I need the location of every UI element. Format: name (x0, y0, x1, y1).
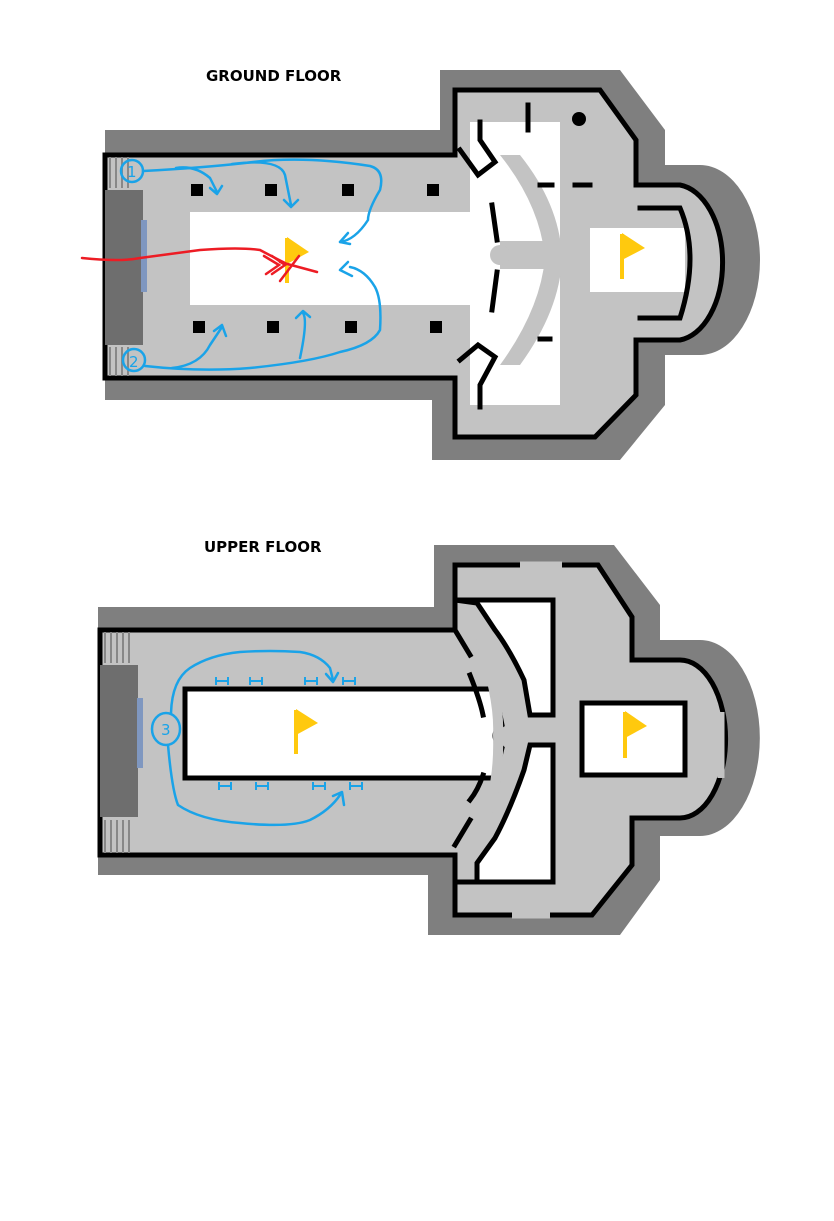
flag-icon (294, 709, 318, 754)
crossing-passage (500, 241, 590, 269)
wall-openings (512, 561, 725, 919)
facade (100, 665, 138, 817)
interior-walls (451, 626, 487, 849)
route-2 (121, 260, 382, 373)
crossing-band (500, 155, 562, 365)
transept-void-south (455, 742, 556, 885)
entrance-window (141, 220, 147, 292)
route-marker-2: 2 (129, 353, 139, 371)
pulpit (490, 245, 510, 265)
font-icon (572, 112, 586, 126)
route-1 (119, 158, 383, 246)
nave-void (182, 686, 505, 781)
flag-icon (285, 237, 309, 283)
upper-floor-plan: UPPER FLOOR (97, 538, 760, 935)
facade (105, 190, 143, 345)
apse-sanctuary (579, 700, 688, 778)
chairs (215, 677, 363, 790)
pillars (191, 184, 442, 333)
ground-floor-title: GROUND FLOOR (206, 67, 342, 85)
nave (190, 212, 495, 305)
upper-floor-title: UPPER FLOOR (204, 538, 322, 556)
gallery-band (475, 636, 504, 833)
interior-walls (456, 102, 693, 410)
route-3 (150, 649, 346, 827)
transept-void-north (454, 597, 556, 718)
stairs-top (104, 632, 130, 663)
flag-icon (623, 711, 647, 758)
flag-icon (620, 233, 645, 279)
intruder-route (80, 247, 319, 283)
entrance-window (137, 698, 143, 768)
route-marker-1: 1 (127, 163, 137, 181)
ground-floor-plan: GROUND FLOOR (80, 67, 760, 460)
route-marker-3: 3 (161, 721, 171, 739)
stairs-bottom (104, 820, 130, 853)
apse-sanctuary (590, 228, 685, 292)
